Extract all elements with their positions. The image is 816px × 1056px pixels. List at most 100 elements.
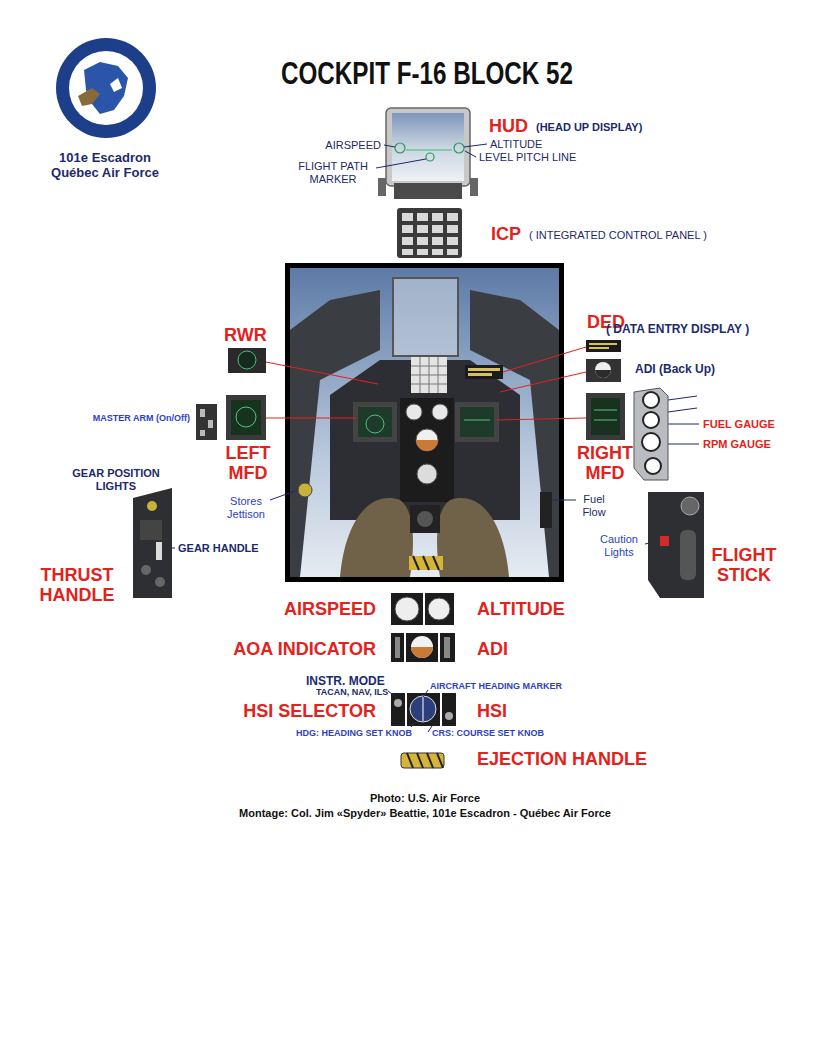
montage-credit: Montage: Col. Jim «Spyder» Beattie, 101e… <box>165 807 685 820</box>
hud-picture-part <box>394 183 462 199</box>
rwr-picture <box>228 348 266 373</box>
cockpit-photo-part <box>285 263 564 582</box>
photo-leaders-part <box>266 418 356 419</box>
hud-leaders-part <box>384 145 395 147</box>
hud-picture-part <box>392 113 464 181</box>
cockpit-photo-part-part <box>438 357 439 393</box>
hud-leaders-part <box>376 159 426 168</box>
right-mfd-picture-part <box>591 398 620 435</box>
instrument-pictures-part <box>395 597 419 621</box>
master-arm-picture-part <box>196 404 217 440</box>
cockpit-photo-part-part <box>420 357 421 393</box>
instrument-pictures-part <box>394 699 402 707</box>
cockpit-photo-part <box>290 268 559 577</box>
side-leaders-part <box>668 408 697 412</box>
icp-picture-part <box>402 213 458 255</box>
hud-picture-part <box>386 108 470 186</box>
cockpit-photo-part <box>464 420 490 421</box>
cockpit-photo-part <box>432 404 448 420</box>
left-mfd-picture-part <box>236 407 256 427</box>
instrument-pictures-part <box>442 693 456 726</box>
flight-stick-picture <box>648 492 704 598</box>
master-arm-picture-part <box>200 430 205 436</box>
hud-picture-part <box>470 178 478 196</box>
right-mfd-picture <box>586 393 625 440</box>
callout-label: ADI (Back Up) <box>635 362 715 376</box>
master-arm-picture-part <box>200 409 205 417</box>
right-mfd-picture-part <box>594 410 617 411</box>
callout-label: AIRCRAFT HEADING MARKER <box>430 681 562 691</box>
part-name: ADI <box>477 639 508 660</box>
part-name: RWR <box>224 325 267 346</box>
ejection-handle-picture-part <box>401 753 444 768</box>
hud-picture-part <box>454 143 464 153</box>
instrument-pictures-part <box>391 633 404 662</box>
squadron-logo-part <box>78 88 100 106</box>
callout-label: TACAN, NAV, ILS <box>316 687 388 697</box>
part-name: ALTITUDE <box>477 599 565 620</box>
callout-label: GEAR HANDLE <box>178 542 259 555</box>
engine-gauges-picture <box>634 388 668 480</box>
squadron-name: Québec Air Force <box>30 165 180 180</box>
flight-stick-picture-part <box>648 492 704 598</box>
hud-picture-part <box>395 143 405 153</box>
part-name: AOA INDICATOR <box>233 639 376 660</box>
thrust-handle-picture-part <box>133 488 172 598</box>
callout-label: INSTR. MODE <box>306 674 385 688</box>
icp-picture-part-part <box>402 237 413 245</box>
adi-backup-picture-part <box>595 370 611 378</box>
hud-leaders <box>376 144 487 168</box>
ded-picture-part <box>589 343 617 345</box>
instrument-pictures-part <box>411 636 433 658</box>
master-arm-picture-part <box>208 420 213 428</box>
master-arm-picture <box>196 404 217 440</box>
engine-gauges-picture-part <box>643 412 659 428</box>
cockpit-photo-part <box>358 407 392 437</box>
part-name: HUD <box>489 116 528 137</box>
engine-gauges-picture-part <box>643 392 659 408</box>
squadron-name: 101e Escadron <box>30 150 180 165</box>
cockpit-photo-part <box>353 402 397 442</box>
cockpit-photo-part <box>417 464 437 484</box>
instrument-pictures-part <box>411 647 433 658</box>
callout-label: FLIGHT PATH MARKER <box>290 160 376 186</box>
ejection-handle-picture <box>401 753 444 768</box>
flight-stick-picture-part <box>660 536 669 546</box>
callout-label: MASTER ARM (On/Off) <box>93 413 190 423</box>
cockpit-photo-part <box>455 402 499 442</box>
cockpit-photo-part <box>298 483 312 497</box>
cockpit-photo-part <box>416 429 438 451</box>
adi-backup-picture <box>586 359 621 382</box>
callout-label: LEVEL PITCH LINE <box>479 151 576 164</box>
part-description: ( DATA ENTRY DISPLAY ) <box>606 322 749 336</box>
callout-label: Stores Jettison <box>218 495 274 521</box>
thrust-handle-picture-part <box>156 542 162 560</box>
part-name: RIGHT MFD <box>570 443 640 483</box>
squadron-logo-part <box>84 62 128 114</box>
cockpit-photo <box>285 263 564 582</box>
part-name: HSI <box>477 701 507 722</box>
photo-credit: Photo: U.S. Air Force <box>175 792 675 805</box>
thrust-handle-picture-part <box>155 577 165 587</box>
icp-picture-part-part <box>417 225 428 233</box>
cockpit-photo-part <box>416 440 438 451</box>
callout-label: ALTITUDE <box>490 138 542 151</box>
instrument-pictures-part <box>440 633 455 662</box>
cockpit-photo-part <box>406 404 422 420</box>
icp-picture-part-part <box>447 237 458 245</box>
hud-leaders-part <box>464 144 487 147</box>
cockpit-photo-part <box>413 556 439 570</box>
left-mfd-picture-part <box>226 395 266 440</box>
ded-picture <box>586 340 621 352</box>
instrument-pictures-part <box>445 712 453 720</box>
hud-picture <box>378 108 478 199</box>
icp-picture <box>397 208 462 258</box>
rwr-picture-part <box>228 348 266 373</box>
adi-backup-picture-part <box>595 362 611 378</box>
squadron-logo <box>56 38 156 138</box>
part-name: ICP <box>491 224 521 245</box>
squadron-logo-part <box>110 78 122 92</box>
side-leaders-part <box>552 500 576 501</box>
cockpit-photo-part <box>410 505 440 533</box>
